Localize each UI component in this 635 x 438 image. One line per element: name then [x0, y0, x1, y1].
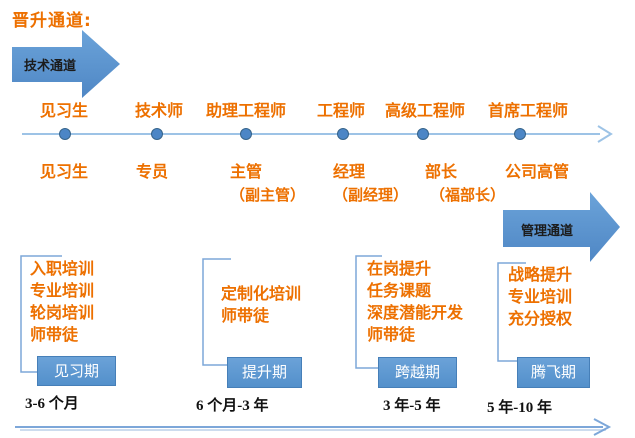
- stage-bracket-icon: [355, 255, 385, 371]
- mgmt-level-label: 部长 （福部长）: [425, 158, 505, 205]
- page-title: 晋升通道:: [12, 11, 92, 31]
- tech-channel-label: 技术通道: [23, 59, 76, 74]
- stage-duration: 3 年-5 年: [383, 398, 441, 414]
- career-timeline: [0, 90, 635, 180]
- mgmt-channel-arrow-icon: [495, 188, 625, 268]
- timeline-dot: [59, 128, 71, 140]
- stage-activity: 轮岗培训: [30, 303, 95, 322]
- phase-badge: 见习期: [37, 356, 116, 386]
- timeline-dot: [417, 128, 429, 140]
- mgmt-level-label: 专员: [136, 158, 168, 182]
- stage-activity: 深度潜能开发: [367, 303, 464, 322]
- stage-activity: 师带徒: [367, 325, 416, 344]
- mgmt-level-label: 经理 （副经理）: [333, 158, 408, 205]
- tech-level-label: 助理工程师: [205, 101, 287, 120]
- timeline-dot: [240, 128, 252, 140]
- stage-activity: 战略提升: [508, 265, 573, 284]
- tech-level-label: 工程师: [316, 101, 366, 120]
- stage-activity: 充分授权: [508, 309, 573, 328]
- stage-activity: 专业培训: [30, 281, 95, 300]
- stage-activity: 在岗提升: [367, 259, 432, 278]
- mgmt-level-main: 经理: [333, 162, 366, 181]
- phase-badge: 腾飞期: [517, 357, 590, 388]
- stage-activities: 在岗提升 任务课题 深度潜能开发 师带徒: [367, 258, 463, 346]
- timeline-dot: [151, 128, 163, 140]
- phase-badge: 跨越期: [378, 357, 457, 388]
- stage-duration: 5 年-10 年: [487, 400, 552, 416]
- right-arrow-shape: [503, 192, 620, 262]
- right-arrow-shape: [12, 30, 120, 98]
- stage-activity: 任务课题: [367, 281, 432, 300]
- tech-level-label: 高级工程师: [384, 101, 466, 120]
- stage-duration: 6 个月-3 年: [196, 398, 269, 414]
- phase-badge: 提升期: [227, 357, 302, 388]
- stage-bracket-icon: [20, 255, 64, 375]
- mgmt-level-main: 公司高管: [505, 162, 570, 181]
- stage-bracket-icon: [497, 262, 529, 363]
- mgmt-level-main: 专员: [136, 162, 169, 181]
- duration-axis-arrow: [0, 414, 635, 438]
- stage-activity: 入职培训: [30, 259, 95, 278]
- stage-activity: 师带徒: [30, 325, 79, 344]
- tech-level-label: 见习生: [39, 101, 89, 120]
- mgmt-level-sub: （副主管）: [230, 186, 306, 204]
- timeline-dot: [337, 128, 349, 140]
- stage-activities: 战略提升 专业培训 充分授权: [508, 264, 572, 330]
- mgmt-level-main: 主管: [230, 162, 263, 181]
- stage-duration: 3-6 个月: [25, 396, 79, 412]
- tech-level-label: 技术师: [134, 101, 184, 120]
- stage-activity: 师带徒: [221, 306, 270, 325]
- mgmt-level-sub: （福部长）: [430, 186, 506, 204]
- stage-activity: 定制化培训: [221, 284, 302, 303]
- mgmt-level-label: 公司高管: [505, 158, 569, 182]
- stage-activities: 定制化培训 师带徒: [221, 283, 301, 327]
- mgmt-level-main: 见习生: [40, 162, 89, 181]
- mgmt-level-label: 见习生: [40, 158, 88, 182]
- mgmt-channel-label: 管理通道: [520, 224, 573, 239]
- mgmt-level-main: 部长: [425, 162, 458, 181]
- mgmt-level-sub: （副经理）: [333, 186, 409, 204]
- timeline-arrowhead-icon: [597, 125, 613, 143]
- stage-activities: 入职培训 专业培训 轮岗培训 师带徒: [30, 258, 94, 346]
- tech-channel-arrow-icon: [10, 28, 124, 102]
- tech-level-label: 首席工程师: [487, 101, 569, 120]
- mgmt-level-label: 主管 （副主管）: [230, 158, 305, 205]
- axis-arrowhead-icon: [593, 418, 612, 436]
- stage-bracket-icon: [202, 258, 234, 368]
- timeline-dot: [514, 128, 526, 140]
- stage-activity: 专业培训: [508, 287, 573, 306]
